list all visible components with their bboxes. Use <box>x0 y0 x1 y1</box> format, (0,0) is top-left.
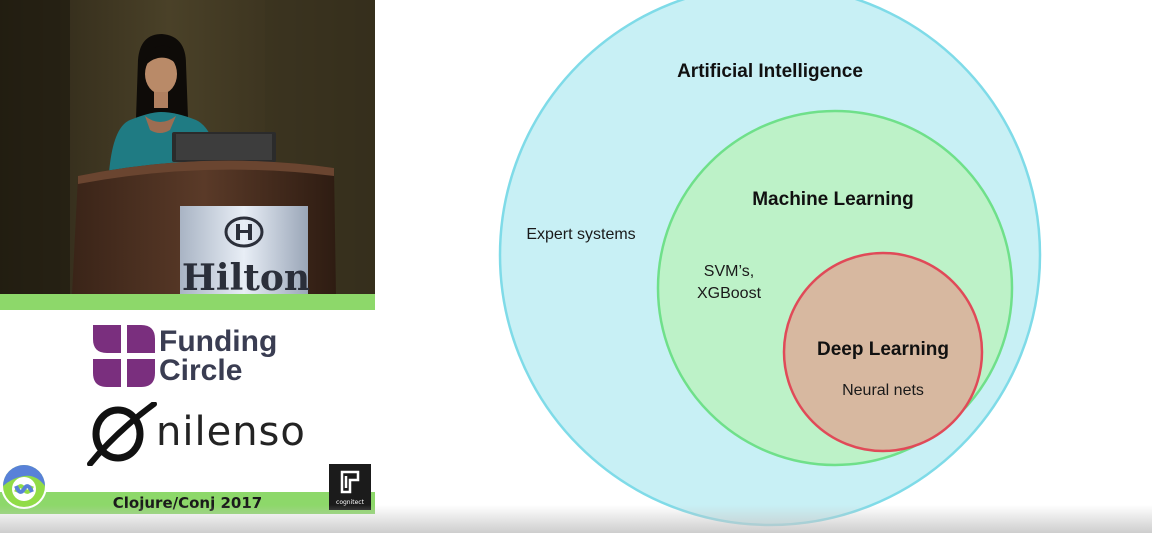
podium-sign: Hilton <box>182 257 310 294</box>
funding-circle-logo-icon <box>93 325 155 387</box>
cognitect-name: cognitect <box>336 499 364 506</box>
funding-circle-name-line2: Circle <box>159 354 243 387</box>
speaker-video: Hilton <box>0 0 375 294</box>
ml-label: Machine Learning <box>752 189 914 210</box>
ml-example-line1: SVM’s, <box>703 263 755 280</box>
left-panel: Hilton Funding Circle nilenso Clojure/Co… <box>0 0 375 533</box>
venn-diagram <box>498 0 1042 527</box>
cognitect-icon <box>340 470 360 494</box>
nilenso-logo-icon <box>87 402 157 466</box>
ai-label: Artificial Intelligence <box>677 61 863 82</box>
ml-example-line2: XGBoost <box>696 285 762 302</box>
laptop <box>172 132 276 162</box>
cognitect-logo: cognitect <box>329 464 371 510</box>
nilenso-name: nilenso <box>156 409 306 455</box>
ai-example: Expert systems <box>526 226 636 243</box>
funding-circle-name-line1: Funding <box>159 325 278 358</box>
video-bottom-fade <box>0 505 1152 533</box>
dl-label: Deep Learning <box>817 339 949 360</box>
hilton-logo-icon <box>224 216 264 248</box>
dl-example: Neural nets <box>842 382 924 399</box>
slide: Artificial Intelligence Expert systems M… <box>375 0 1152 533</box>
clojure-logo-icon <box>1 463 47 509</box>
speaker-scene: Hilton <box>0 0 375 294</box>
dl-circle <box>782 251 984 453</box>
podium: Hilton <box>72 160 336 294</box>
green-divider <box>0 294 375 310</box>
